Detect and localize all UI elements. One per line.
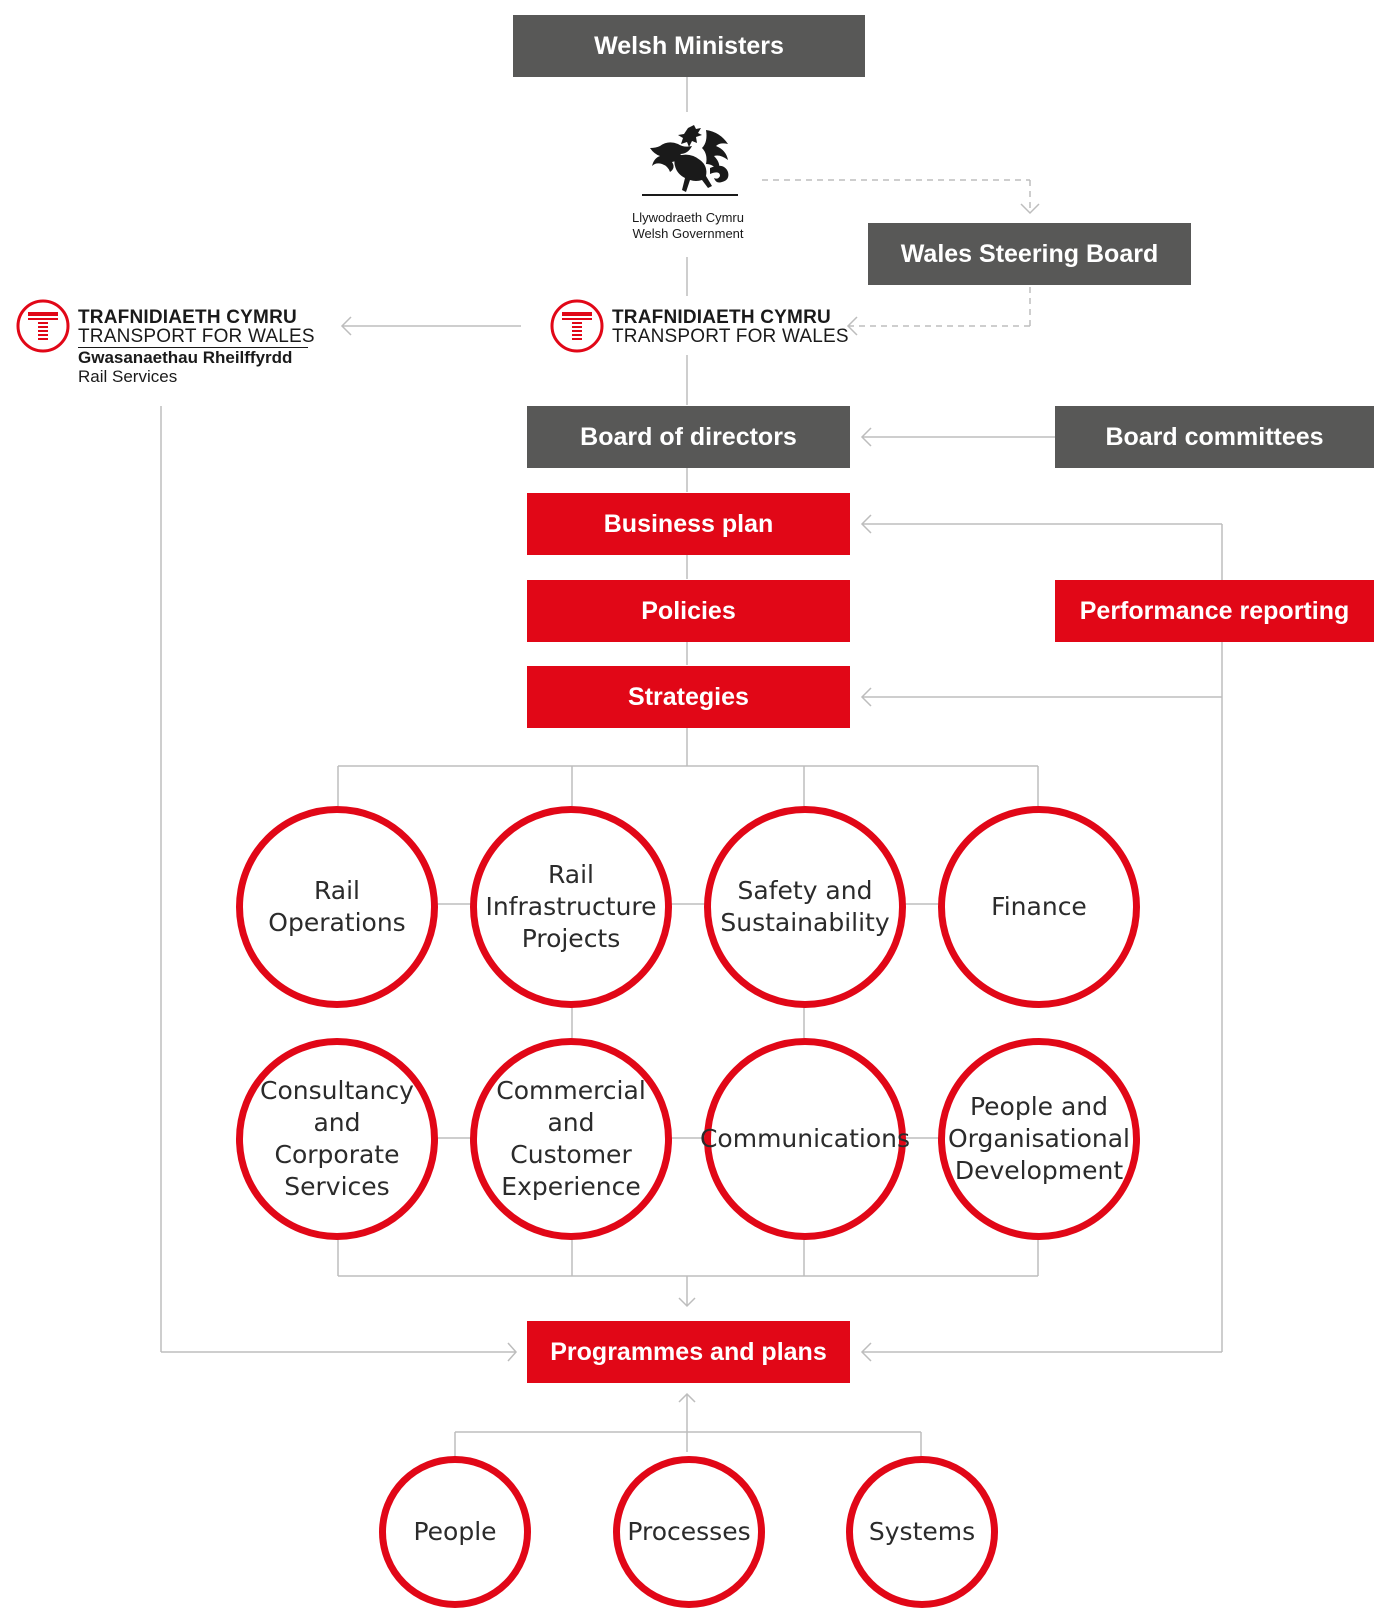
directorate-consultancy-corporate: Consultancy and Corporate Services (236, 1038, 438, 1240)
wg-english-name: Welsh Government (632, 226, 744, 241)
directorate-label: Consultancy and Corporate Services (260, 1076, 414, 1201)
directorate-people-organisational: People and Organisational Development (938, 1038, 1140, 1240)
tfw-rail-welsh-services: Gwasanaethau Rheilffyrdd (78, 348, 293, 367)
tfw-english-name: TRANSPORT FOR WALES (612, 326, 849, 347)
enabler-label: Processes (627, 1517, 751, 1546)
programmes-and-plans-box: Programmes and plans (527, 1321, 850, 1383)
directorate-label: Finance (991, 892, 1087, 921)
welsh-dragon-icon (642, 125, 738, 196)
performance-reporting-box: Performance reporting (1055, 580, 1374, 642)
wg-welsh-name: Llywodraeth Cymru (632, 210, 744, 225)
directorate-label: Safety and Sustainability (720, 876, 890, 937)
tfw-rail-english-name: TRANSPORT FOR WALES (78, 326, 315, 348)
enabler-label: People (413, 1517, 497, 1546)
enabler-processes: Processes (613, 1456, 765, 1608)
enabler-people: People (379, 1456, 531, 1608)
enabler-label: Systems (868, 1517, 976, 1546)
enabler-systems: Systems (846, 1456, 998, 1608)
directorate-label: Rail Infrastructure Projects (485, 860, 657, 953)
welsh-government-wordmark: Llywodraeth Cymru Welsh Government (588, 210, 788, 242)
tfw-welsh-name: TRAFNIDIAETH CYMRU (612, 307, 831, 328)
tfw-wordmark: TRAFNIDIAETH CYMRU TRANSPORT FOR WALES (612, 308, 849, 346)
directorate-rail-operations: Rail Operations (236, 806, 438, 1008)
welsh-ministers-box: Welsh Ministers (513, 15, 865, 77)
directorate-rail-infrastructure-projects: Rail Infrastructure Projects (470, 806, 672, 1008)
board-of-directors-box: Board of directors (527, 406, 850, 468)
wales-steering-board-box: Wales Steering Board (868, 223, 1191, 285)
tfw-rail-welsh-name: TRAFNIDIAETH CYMRU (78, 307, 297, 328)
directorate-communications: Communications (700, 1038, 910, 1240)
strategies-box: Strategies (527, 666, 850, 728)
directorate-commercial-customer: Commercial and Customer Experience (470, 1038, 672, 1240)
tfw-rail-logo-icon (16, 299, 70, 353)
tfw-rail-wordmark: TRAFNIDIAETH CYMRU TRANSPORT FOR WALES G… (78, 307, 315, 386)
tfw-rail-english-services: Rail Services (78, 367, 178, 386)
business-plan-box: Business plan (527, 493, 850, 555)
directorate-label: People and Organisational Development (948, 1092, 1130, 1185)
directorate-label: Commercial and Customer Experience (496, 1076, 646, 1201)
directorate-safety-sustainability: Safety and Sustainability (704, 806, 906, 1008)
directorate-finance: Finance (938, 806, 1140, 1008)
directorate-label: Communications (699, 1124, 911, 1153)
policies-box: Policies (527, 580, 850, 642)
board-committees-box: Board committees (1055, 406, 1374, 468)
tfw-logo-icon (550, 299, 604, 353)
directorate-label: Rail Operations (268, 876, 406, 937)
